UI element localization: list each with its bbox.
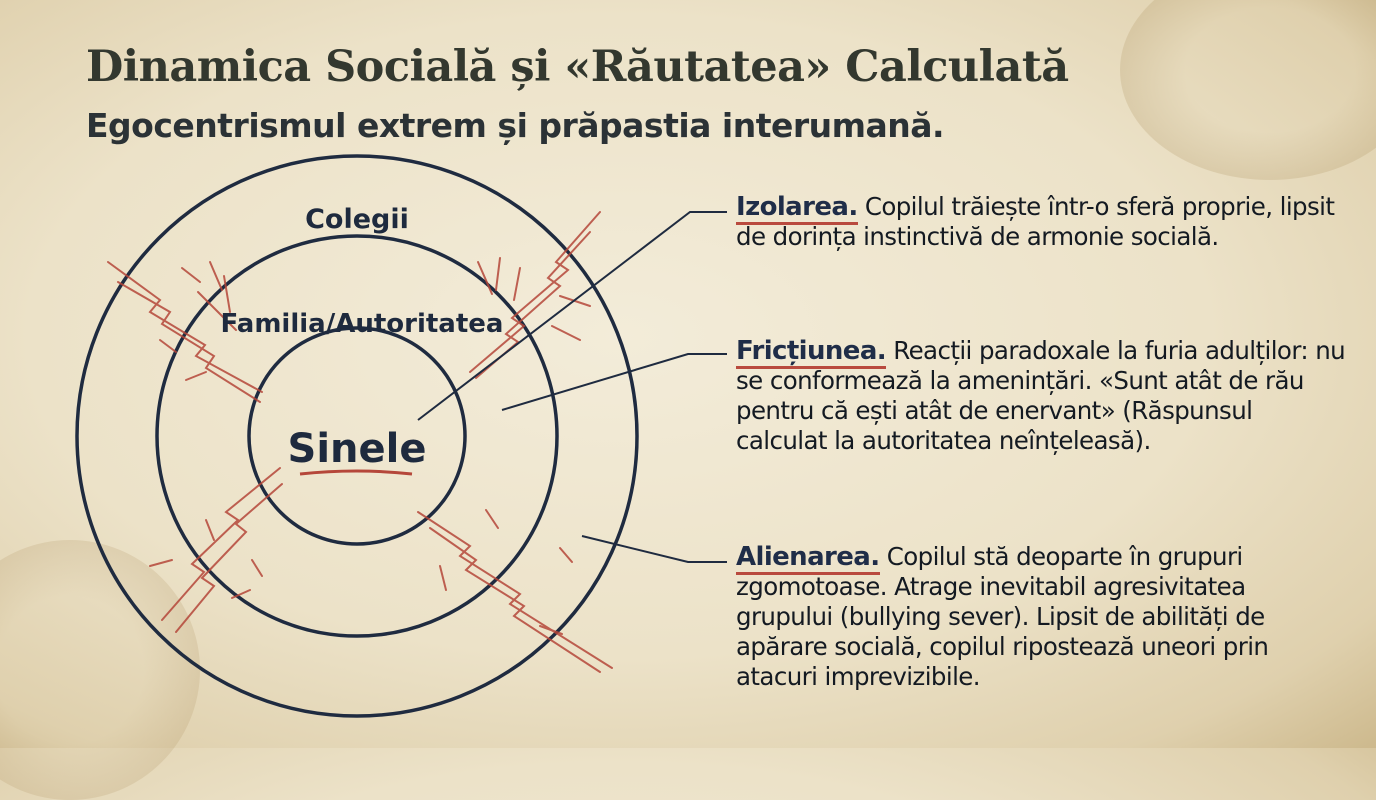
point-alienarea: Alienarea. Copilul stă deoparte în grupu…: [736, 542, 1346, 692]
inner-ring: [247, 326, 467, 546]
point-heading: Izolarea.: [736, 192, 858, 225]
point-heading: Alienarea.: [736, 542, 880, 575]
leader-line-frictiunea: [501, 353, 727, 411]
page-title: Dinamica Socială și «Răutatea» Calculată: [86, 42, 1069, 92]
point-frictiunea: Fricțiunea. Reacții paradoxale la furia …: [736, 336, 1346, 456]
point-izolarea: Izolarea. Copilul trăiește într-o sferă …: [736, 192, 1346, 252]
ring-label-inner: Sinele: [288, 426, 427, 472]
ring-label-middle: Familia/Autoritatea: [221, 309, 504, 339]
leader-line-alienarea: [581, 535, 727, 563]
middle-ring: [155, 234, 559, 638]
leader-lines: [417, 211, 727, 563]
social-circles-diagram: Colegii Familia/Autoritatea Sinele: [75, 154, 727, 718]
outer-ring: [75, 154, 639, 718]
ring-label-outer: Colegii: [305, 204, 409, 235]
inner-label-underline: [299, 469, 413, 476]
point-heading: Fricțiunea.: [736, 336, 887, 369]
leader-line-izolarea: [417, 211, 727, 421]
page-subtitle: Egocentrismul extrem și prăpastia interu…: [86, 106, 945, 145]
friction-marks: [107, 211, 613, 673]
point-text: Copilul stă deoparte în grupuri zgomotoa…: [736, 542, 1269, 691]
point-text: Copilul trăiește într-o sferă proprie, l…: [736, 192, 1335, 251]
point-text: Reacții paradoxale la furia adulților: n…: [736, 336, 1346, 455]
